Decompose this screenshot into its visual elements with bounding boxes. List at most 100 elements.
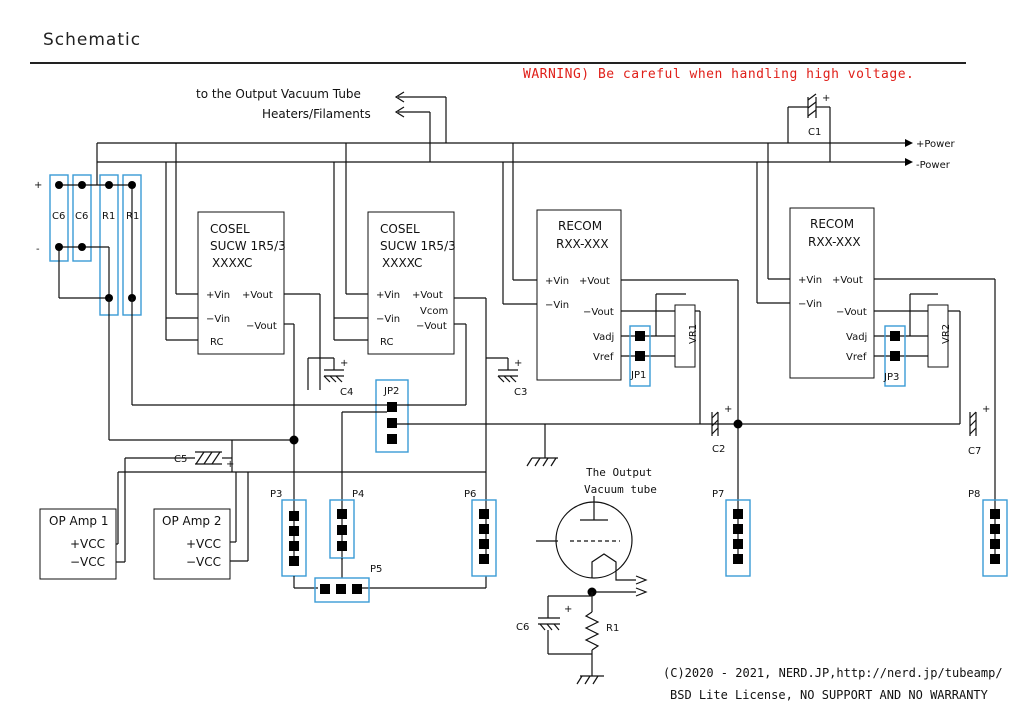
- jp3-jumper: [884, 325, 906, 387]
- module-1-pin-rc: RC: [210, 337, 223, 348]
- c7-capacitor: [969, 411, 977, 436]
- r1-label: R1: [606, 623, 619, 634]
- c1-label: C1: [808, 127, 821, 138]
- common-negative-line: [109, 435, 299, 445]
- tube-label-line1: The Output: [586, 466, 652, 479]
- input-block: [49, 174, 142, 440]
- copyright-text: (C)2020 - 2021, NERD.JP,http://nerd.jp/t…: [663, 666, 1003, 680]
- module-3-maker: RECOM: [558, 219, 602, 233]
- input-part-r1a: R1: [102, 211, 115, 222]
- module-4: [756, 143, 996, 560]
- module-1-pin-vout-pos: +Vout: [242, 290, 273, 301]
- input-plus: +: [34, 180, 42, 191]
- module-3-pin-vout-pos: +Vout: [579, 276, 610, 287]
- module-4-pin-vout-pos: +Vout: [832, 275, 863, 286]
- opamp-1: [39, 508, 117, 580]
- module-4-pin-vref: Vref: [846, 352, 867, 363]
- module-3-pin-vin-neg: −Vin: [545, 300, 569, 311]
- c7-plus: +: [982, 404, 990, 415]
- p7-label: P7: [712, 489, 724, 500]
- power-rails: [96, 139, 913, 185]
- jp2-jumper: [132, 379, 960, 560]
- input-minus: -: [36, 244, 40, 255]
- c4-capacitor: [307, 357, 344, 390]
- module-4-pin-vadj: Vadj: [846, 332, 867, 343]
- opamp-wiring: [104, 440, 486, 563]
- module-3: [502, 143, 739, 560]
- module-1-pin-vin-neg: −Vin: [206, 314, 230, 325]
- p4-label: P4: [352, 489, 364, 500]
- opamp-1-name: OP Amp 1: [49, 514, 108, 528]
- header-p8: [982, 499, 1008, 577]
- c1-plus: +: [822, 93, 830, 104]
- header-p5: [293, 558, 487, 603]
- c7-label: C7: [968, 446, 981, 457]
- module-2-model: SUCW 1R5/3: [380, 239, 456, 253]
- heater-note-line1: to the Output Vacuum Tube: [196, 87, 361, 101]
- jp3-label: JP3: [883, 372, 899, 383]
- module-4-model: RXX-XXX: [808, 235, 861, 249]
- jp1-jumper: [629, 325, 651, 387]
- tube-label-line2: Vacuum tube: [584, 483, 657, 496]
- opamp-2-name: OP Amp 2: [162, 514, 221, 528]
- module-4-pin-vin-neg: −Vin: [798, 299, 822, 310]
- module-1: [165, 143, 321, 560]
- opamp-2: [153, 508, 231, 580]
- module-3-pin-vadj: Vadj: [593, 332, 614, 343]
- module-4-maker: RECOM: [810, 217, 854, 231]
- module-2-maker: COSEL: [380, 222, 420, 236]
- c2-plus: +: [724, 404, 732, 415]
- c5-plus: +: [226, 459, 234, 470]
- pos-power-label: +Power: [916, 139, 956, 150]
- warning-text: WARNING) Be careful when handling high v…: [523, 67, 915, 82]
- c4-plus: +: [340, 358, 348, 369]
- input-part-c6b: C6: [75, 211, 88, 222]
- module-2-pin-vout-pos: +Vout: [412, 290, 443, 301]
- heater-branch: [394, 91, 447, 162]
- c3-capacitor: [486, 357, 518, 383]
- p3-label: P3: [270, 489, 282, 500]
- module-3-pin-vref: Vref: [593, 352, 614, 363]
- c1-capacitor: [787, 93, 831, 162]
- header-p6: [471, 499, 497, 577]
- module-1-pin-vout-neg: −Vout: [246, 321, 277, 332]
- opamp-1-neg: −VCC: [70, 555, 105, 569]
- module-4-pin-vin-pos: +Vin: [798, 275, 822, 286]
- vr2-label: VR2: [941, 324, 952, 344]
- module-1-model: SUCW 1R5/3: [210, 239, 286, 253]
- c5-label: C5: [174, 454, 187, 465]
- c2-capacitor: [711, 411, 743, 436]
- jp1-label: JP1: [630, 370, 646, 381]
- c6-label: C6: [516, 622, 529, 633]
- module-2-pin-vin-pos: +Vin: [376, 290, 400, 301]
- module-2: [333, 143, 487, 560]
- c5-capacitor: [125, 451, 232, 465]
- ground-center: [526, 424, 558, 467]
- c2-label: C2: [712, 444, 725, 455]
- module-2-pin-vout-neg: −Vout: [416, 321, 447, 332]
- opamp-2-neg: −VCC: [186, 555, 221, 569]
- vacuum-tube: [536, 496, 648, 685]
- page-title: Schematic: [43, 30, 142, 50]
- module-2-pin-rc: RC: [380, 337, 393, 348]
- heater-note-line2: Heaters/Filaments: [262, 107, 371, 121]
- module-2-pin-vin-neg: −Vin: [376, 314, 400, 325]
- p6-label: P6: [464, 489, 476, 500]
- jp2-label: JP2: [383, 386, 399, 397]
- c4-label: C4: [340, 387, 353, 398]
- module-1-maker: COSEL: [210, 222, 250, 236]
- module-4-pin-vout-neg: −Vout: [836, 307, 867, 318]
- module-3-model: RXX-XXX: [556, 237, 609, 251]
- neg-power-label: -Power: [916, 160, 951, 171]
- c3-label: C3: [514, 387, 527, 398]
- module-1-suffix: XXXXC: [212, 256, 252, 270]
- c3-plus: +: [514, 358, 522, 369]
- c6-plus: +: [564, 604, 572, 615]
- title-rule: [30, 62, 966, 64]
- input-part-c6a: C6: [52, 211, 65, 222]
- header-p7: [725, 499, 751, 577]
- opamp-1-pos: +VCC: [70, 537, 105, 551]
- module-2-suffix: XXXXC: [382, 256, 422, 270]
- p8-label: P8: [968, 489, 980, 500]
- module-2-pin-vcom: Vcom: [420, 306, 448, 317]
